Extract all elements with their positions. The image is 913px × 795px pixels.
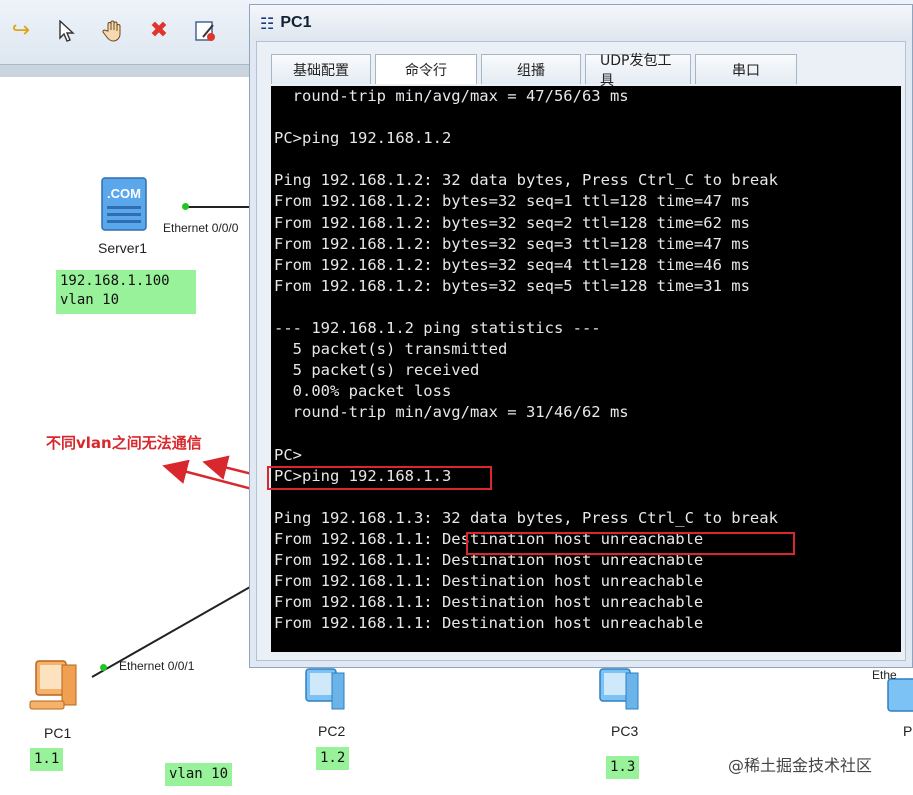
highlight-unreachable — [466, 532, 795, 555]
server1-label: Server1 — [98, 240, 148, 256]
terminal-line: 5 packet(s) received — [274, 361, 480, 380]
window-title: PC1 — [280, 14, 312, 31]
tab-bar: 基础配置 命令行 组播 UDP发包工具 串口 — [271, 53, 801, 89]
server-icon[interactable]: .COM — [98, 176, 150, 232]
window-body: 基础配置 命令行 组播 UDP发包工具 串口 round-trip min/av… — [256, 41, 906, 661]
terminal-line: round-trip min/avg/max = 31/46/62 ms — [274, 403, 629, 422]
terminal-line: From 192.168.1.2: bytes=32 seq=5 ttl=128… — [274, 276, 750, 295]
pc2-icon[interactable] — [298, 667, 348, 717]
pc2-note: 1.2 — [316, 747, 350, 770]
redo-icon[interactable]: ↪ — [11, 18, 31, 43]
terminal-line: Ping 192.168.1.2: 32 data bytes, Press C… — [274, 171, 778, 190]
port-dot — [100, 664, 107, 671]
terminal-line: 0.00% packet loss — [274, 382, 452, 401]
topology-links — [91, 206, 251, 678]
tab-command-line[interactable]: 命令行 — [375, 54, 477, 84]
clear-icon[interactable] — [188, 14, 222, 48]
pc3-label: PC3 — [611, 723, 639, 739]
pc4-icon[interactable] — [884, 677, 913, 723]
window-icon: ☷ — [260, 13, 275, 33]
link-pc1 — [91, 586, 251, 678]
terminal-line: From 192.168.1.1: Destination host unrea… — [274, 551, 704, 570]
terminal-line: round-trip min/avg/max = 47/56/63 ms — [274, 87, 629, 105]
pc1-window[interactable]: ☷ PC1 基础配置 命令行 组播 UDP发包工具 串口 round-trip … — [249, 4, 913, 668]
terminal-line: Ping 192.168.1.3: 32 data bytes, Press C… — [274, 508, 778, 527]
terminal-line — [274, 424, 778, 445]
terminal-line: PC> — [274, 445, 302, 464]
topology-canvas[interactable]: .COM Ethernet 0/0/0 Server1 192.168.1.10… — [0, 77, 913, 795]
terminal-line: From 192.168.1.1: Destination host unrea… — [274, 593, 704, 612]
pc2-label: PC2 — [318, 723, 346, 739]
terminal-line: 5 packet(s) transmitted — [274, 340, 508, 359]
terminal-line: PC>ping 192.168.1.2 — [274, 129, 452, 148]
terminal-output: round-trip min/avg/max = 47/56/63 ms PC>p… — [274, 86, 778, 634]
terminal-line: From 192.168.1.2: bytes=32 seq=3 ttl=128… — [274, 234, 750, 253]
terminal-line: From 192.168.1.1: Destination host unrea… — [274, 572, 704, 591]
terminal-line: From 192.168.1.2: bytes=32 seq=2 ttl=128… — [274, 213, 750, 232]
terminal[interactable]: round-trip min/avg/max = 47/56/63 ms PC>p… — [271, 86, 901, 652]
window-titlebar[interactable]: ☷ PC1 — [250, 5, 912, 41]
server1-port-label: Ethernet 0/0/0 — [163, 221, 239, 235]
terminal-line: PC>ping 192.168.1.3 — [274, 466, 452, 485]
pc4-port-label: Ethe — [872, 668, 897, 682]
pc3-icon[interactable] — [592, 667, 642, 717]
pc1-port-label: Ethernet 0/0/1 — [119, 659, 195, 673]
terminal-line: From 192.168.1.2: bytes=32 seq=1 ttl=128… — [274, 192, 750, 211]
tab-udp-tool[interactable]: UDP发包工具 — [585, 53, 691, 89]
pc1-label: PC1 — [44, 725, 72, 741]
watermark: @稀土掘金技术社区 — [728, 756, 873, 775]
pc3-note: 1.3 — [606, 756, 640, 779]
toolbar-divider — [0, 64, 250, 77]
terminal-line: --- 192.168.1.2 ping statistics --- — [274, 319, 601, 338]
terminal-line — [274, 297, 778, 318]
annotation-text: 不同vlan之间无法通信 — [46, 434, 202, 452]
terminal-line: From 192.168.1.2: bytes=32 seq=4 ttl=128… — [274, 255, 750, 274]
pointer-icon[interactable] — [50, 14, 84, 48]
hand-icon[interactable] — [96, 14, 130, 48]
pc4-label: P — [903, 723, 913, 739]
terminal-line — [274, 149, 778, 170]
pc1-note: 1.1 — [30, 748, 64, 771]
tab-basic-config[interactable]: 基础配置 — [271, 54, 371, 84]
vlan-note: vlan 10 — [165, 763, 233, 786]
server-icon-text: .COM — [107, 186, 141, 201]
tab-multicast[interactable]: 组播 — [481, 54, 581, 84]
highlight-ping-command — [267, 466, 492, 490]
pc1-icon[interactable] — [26, 659, 80, 715]
port-dot — [182, 203, 189, 210]
tab-serial[interactable]: 串口 — [695, 54, 797, 84]
terminal-line: From 192.168.1.1: Destination host unrea… — [274, 614, 704, 633]
server1-note: 192.168.1.100 vlan 10 — [56, 270, 196, 314]
delete-icon[interactable]: ✖ — [149, 18, 169, 43]
terminal-line — [274, 107, 778, 128]
